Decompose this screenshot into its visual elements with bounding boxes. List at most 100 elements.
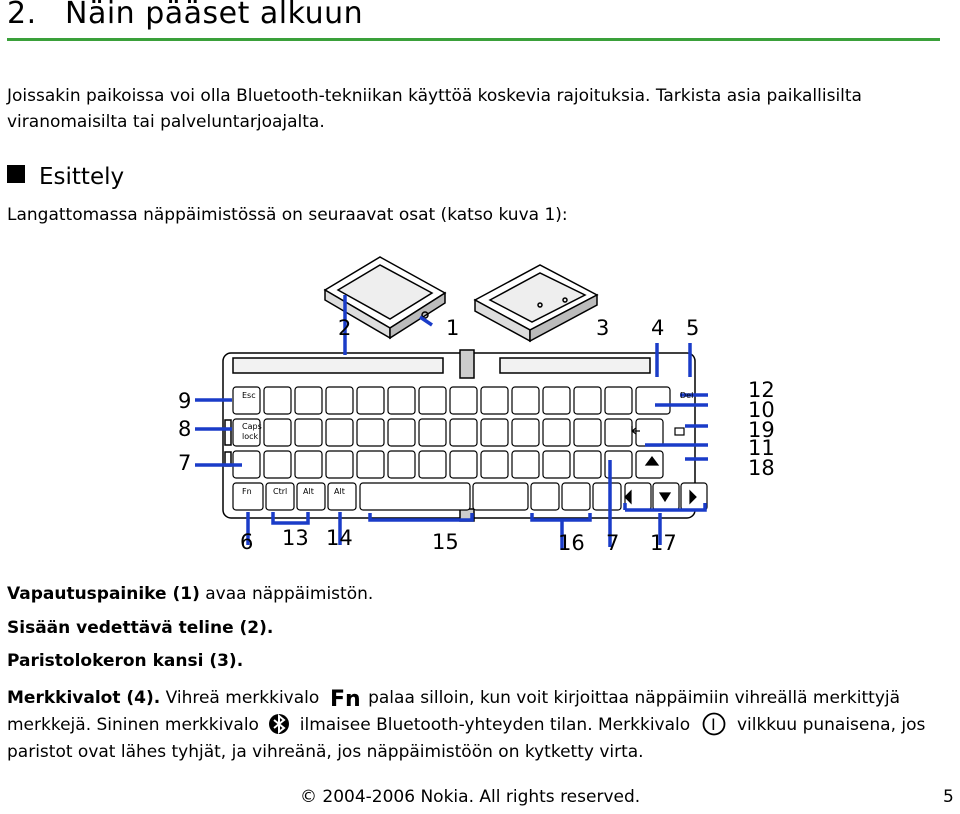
key [561, 482, 591, 511]
section-heading: Esittely [7, 164, 124, 190]
callout-number: 16 [558, 531, 585, 555]
chapter-title-text: Näin pääset alkuun [65, 0, 364, 31]
key [418, 450, 447, 479]
arrow-down-icon [658, 492, 672, 503]
text-span: vilkkuu punaisena, jos paristot ovat läh… [7, 715, 926, 762]
key-label: Del [680, 391, 693, 400]
key [359, 482, 471, 511]
key [325, 418, 354, 447]
figure-description: Langattomassa näppäimistössä on seuraava… [7, 205, 568, 225]
key [449, 418, 478, 447]
key [232, 386, 261, 415]
section-bullet-icon [7, 165, 25, 183]
callout-number: 11 [748, 436, 775, 460]
key-label: Caps [242, 422, 262, 431]
callout-leader [271, 512, 310, 525]
key [387, 418, 416, 447]
callout-number: 14 [326, 526, 353, 550]
intro-paragraph: Joissakin paikoissa voi olla Bluetooth-t… [7, 86, 862, 132]
callout-number: 7 [606, 531, 619, 555]
callout-number: 8 [178, 417, 191, 441]
key [294, 418, 323, 447]
callout-number: 19 [748, 418, 775, 442]
key [542, 418, 571, 447]
key [604, 386, 633, 415]
key [232, 482, 264, 511]
caption-bold: Sisään vedettävä teline (2). [7, 618, 274, 638]
key [265, 482, 295, 511]
key-label: Esc [242, 391, 256, 400]
arrow-right-icon [689, 489, 697, 505]
callout-number: 15 [432, 530, 459, 554]
key [635, 386, 671, 415]
key [356, 418, 385, 447]
key-label: Fn [242, 487, 252, 496]
key [573, 386, 602, 415]
fn-icon-text: Fn [330, 687, 359, 709]
key-label: Ctrl [273, 487, 287, 496]
callout-number: 9 [178, 389, 191, 413]
callout-number: 7 [178, 451, 191, 475]
key [511, 418, 540, 447]
key [387, 386, 416, 415]
key [263, 450, 292, 479]
callout-number: 12 [748, 378, 775, 402]
arrow-left-icon [624, 489, 632, 505]
caption-text: avaa näppäimistön. [199, 584, 374, 604]
callout-leader [419, 315, 433, 327]
key [480, 386, 509, 415]
key [418, 418, 447, 447]
power-indicator-icon: I [702, 712, 725, 736]
copyright-footer: © 2004-2006 Nokia. All rights reserved. [300, 787, 641, 807]
key [449, 386, 478, 415]
key [294, 450, 323, 479]
caption-bold: Paristolokeron kansi (3). [7, 651, 244, 671]
key-label: Alt [334, 487, 345, 496]
key [480, 450, 509, 479]
stand-illustration [473, 264, 599, 343]
key [263, 386, 292, 415]
chapter-title: 2. Näin pääset alkuun [7, 0, 363, 31]
battery-cover-illustration [323, 256, 447, 340]
callout-leader [623, 503, 707, 512]
enter-arrow-icon [631, 426, 640, 435]
callout-number: 17 [650, 531, 677, 555]
section-title: Esittely [39, 164, 125, 190]
key [530, 482, 560, 511]
callout-number: 5 [686, 316, 699, 340]
callout-number: 2 [338, 316, 351, 340]
key [573, 418, 602, 447]
callout-number: 10 [748, 398, 775, 422]
title-rule [7, 38, 940, 41]
key [635, 418, 664, 447]
key [296, 482, 326, 511]
key [418, 386, 447, 415]
callout-leader [368, 513, 474, 522]
bluetooth-icon [269, 713, 290, 735]
page-number: 5 [943, 787, 954, 807]
text-span: ilmaisee Bluetooth-yhteyden tilan. Merkk… [294, 715, 696, 735]
callout-number: 4 [651, 316, 664, 340]
callout-number: 13 [282, 526, 309, 550]
key [573, 450, 602, 479]
key [356, 450, 385, 479]
caption-bold: Vapautuspainike (1) [7, 584, 200, 604]
key [542, 450, 571, 479]
callout-number: 6 [240, 530, 253, 554]
key [232, 418, 261, 447]
key [592, 482, 622, 511]
text-span: Vihreä merkkivalo [160, 688, 325, 708]
caption-stand: Sisään vedettävä teline (2). [7, 618, 273, 638]
key [511, 450, 540, 479]
chapter-number: 2. [7, 0, 37, 31]
key [480, 418, 509, 447]
key [325, 450, 354, 479]
power-icon-text: I [711, 715, 716, 734]
fn-indicator-icon: Fn [330, 687, 359, 709]
key [294, 386, 323, 415]
key [327, 482, 357, 511]
key [325, 386, 354, 415]
key [263, 418, 292, 447]
callout-number: 1 [446, 316, 459, 340]
